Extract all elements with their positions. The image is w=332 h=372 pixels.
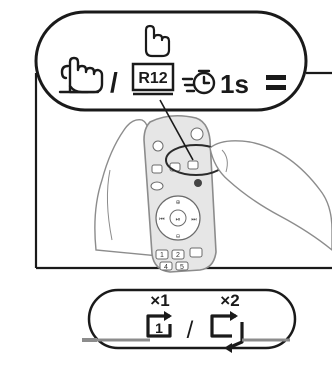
r12-key: R12 — [131, 62, 175, 96]
repeat-all-count: ×2 — [220, 291, 239, 310]
play-pause-icon: ⏯ — [176, 216, 181, 223]
number-key-5: 5 — [180, 264, 184, 271]
next-icon: ⏭ — [191, 216, 197, 223]
finger-press-button-icon — [58, 56, 104, 94]
vol-down-icon: ⊖ — [175, 233, 180, 240]
instruction-bubble — [34, 10, 308, 112]
r12-key-label: R12 — [138, 70, 167, 87]
number-key-1: 1 — [160, 252, 164, 259]
slash-separator: / — [110, 67, 118, 98]
repeat-one-icon: 1 — [96, 311, 172, 342]
hand-holding-remote-illustration: ⏯ ⏮ ⏭ ⊕ ⊖ 1 2 4 5 — [94, 99, 332, 273]
prev-icon: ⏮ — [159, 216, 165, 223]
equals-icon — [266, 75, 286, 90]
hold-duration-label: 1s — [220, 69, 249, 99]
repeat-one-digit: 1 — [155, 320, 163, 336]
vol-up-icon: ⊕ — [175, 199, 180, 206]
number-key-2: 2 — [176, 252, 180, 259]
repeat-slash-separator: / — [187, 317, 194, 344]
stopwatch-icon — [181, 69, 216, 95]
repeat-all-icon — [210, 311, 290, 353]
repeat-one-count: ×1 — [150, 291, 169, 310]
number-key-4: 4 — [164, 264, 168, 271]
finger-point-icon — [144, 24, 171, 58]
callout-line — [159, 99, 194, 161]
